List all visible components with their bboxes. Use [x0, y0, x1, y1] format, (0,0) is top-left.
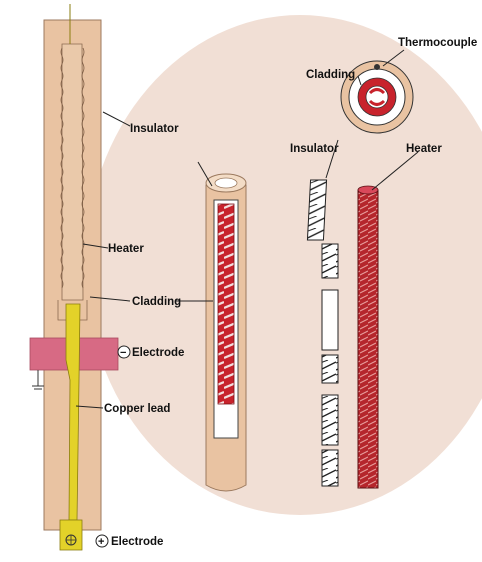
label-heater-left: Heater — [108, 243, 144, 255]
label-copper-lead: Copper lead — [104, 403, 170, 415]
label-insulator-left: Insulator — [130, 123, 179, 135]
positive-sign: + — [98, 536, 104, 548]
heater-coil-cutaway — [218, 204, 234, 404]
label-electrode-positive: Electrode — [111, 536, 163, 548]
cutaway-tube — [206, 174, 246, 491]
label-thermocouple: Thermocouple — [398, 37, 477, 49]
label-insulator-right: Insulator — [290, 143, 339, 155]
red-heater — [358, 186, 378, 488]
background-blob — [85, 15, 482, 515]
thermocouple-dot — [374, 64, 380, 70]
negative-sign: − — [120, 347, 126, 359]
label-cladding-top: Cladding — [306, 69, 355, 81]
label-electrode-negative: Electrode — [132, 347, 184, 359]
heater-cavity — [62, 44, 83, 300]
label-cladding-mid: Cladding — [132, 296, 181, 308]
label-heater-right: Heater — [406, 143, 442, 155]
